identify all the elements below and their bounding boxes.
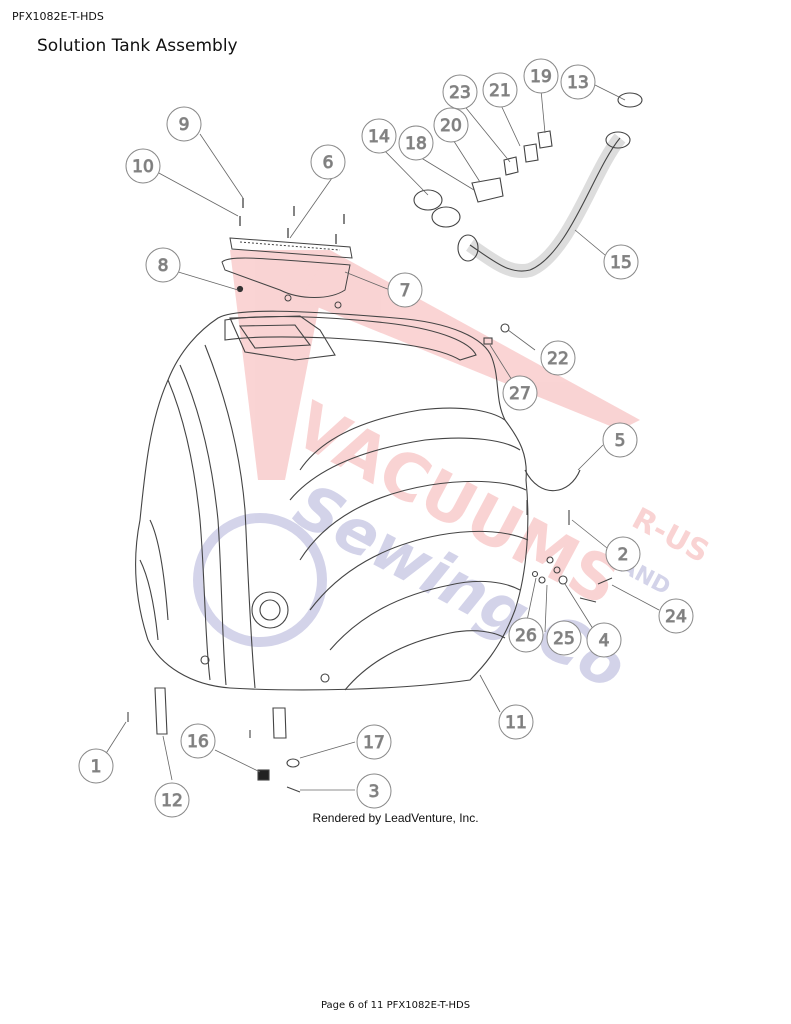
top-bracket-parts xyxy=(221,237,353,309)
svg-text:15: 15 xyxy=(610,253,632,273)
svg-text:4: 4 xyxy=(599,631,610,651)
callout-23: 23 xyxy=(442,74,478,110)
callout-21: 21 xyxy=(482,72,518,108)
svg-text:10: 10 xyxy=(132,157,154,177)
callout-10: 10 xyxy=(125,148,161,184)
callout-22: 22 xyxy=(540,340,576,376)
leader-lines xyxy=(104,84,660,791)
callout-3: 3 xyxy=(356,773,392,809)
svg-text:7: 7 xyxy=(400,281,411,301)
callout-9: 9 xyxy=(166,106,202,142)
callout-2: 2 xyxy=(605,536,641,572)
svg-text:8: 8 xyxy=(158,256,169,276)
svg-text:9: 9 xyxy=(179,115,190,135)
callout-25: 25 xyxy=(546,620,582,656)
callout-4: 4 xyxy=(586,622,622,658)
document-id: PFX1082E-T-HDS xyxy=(12,10,104,23)
svg-text:17: 17 xyxy=(363,733,385,753)
svg-text:19: 19 xyxy=(530,67,552,87)
svg-text:1: 1 xyxy=(91,757,102,777)
callout-13: 13 xyxy=(560,64,596,100)
svg-text:11: 11 xyxy=(505,713,527,733)
callout-24: 24 xyxy=(658,598,694,634)
svg-text:24: 24 xyxy=(665,607,687,627)
svg-text:25: 25 xyxy=(553,629,575,649)
callout-19: 19 xyxy=(523,58,559,94)
svg-text:20: 20 xyxy=(440,116,462,136)
svg-text:14: 14 xyxy=(368,127,390,147)
callout-15: 15 xyxy=(603,244,639,280)
screws xyxy=(236,198,345,293)
rendered-by-credit: Rendered by LeadVenture, Inc. xyxy=(312,811,479,825)
callout-8: 8 xyxy=(145,247,181,283)
page-footer: Page 6 of 11 PFX1082E-T-HDS xyxy=(320,1000,471,1011)
svg-text:5: 5 xyxy=(615,431,626,451)
callout-20: 20 xyxy=(433,107,469,143)
callout-27: 27 xyxy=(502,375,538,411)
page-title: Solution Tank Assembly xyxy=(37,36,238,56)
callout-12: 12 xyxy=(154,782,190,818)
svg-text:26: 26 xyxy=(515,626,537,646)
svg-text:27: 27 xyxy=(509,384,531,404)
callout-18: 18 xyxy=(398,125,434,161)
svg-text:21: 21 xyxy=(489,81,511,101)
svg-text:13: 13 xyxy=(567,73,589,93)
callout-16: 16 xyxy=(180,723,216,759)
hose-and-cap-assembly xyxy=(413,92,643,279)
callout-17: 17 xyxy=(356,724,392,760)
svg-text:3: 3 xyxy=(369,782,380,802)
svg-text:22: 22 xyxy=(547,349,569,369)
callouts: 9 10 6 8 7 14 18 20 23 21 19 13 15 22 27… xyxy=(78,58,694,818)
svg-text:6: 6 xyxy=(323,153,334,173)
svg-text:2: 2 xyxy=(618,545,629,565)
callout-7: 7 xyxy=(387,272,423,308)
solution-tank-body xyxy=(135,310,529,691)
callout-11: 11 xyxy=(498,704,534,740)
callout-14: 14 xyxy=(361,118,397,154)
callout-5: 5 xyxy=(602,422,638,458)
callout-1: 1 xyxy=(78,748,114,784)
callout-6: 6 xyxy=(310,144,346,180)
bottom-parts xyxy=(127,687,301,793)
callout-26: 26 xyxy=(508,617,544,653)
side-hardware xyxy=(483,323,613,603)
watermark: VACUUMS R-US Sewing Co AND xyxy=(193,250,715,704)
svg-text:16: 16 xyxy=(187,732,209,752)
svg-text:23: 23 xyxy=(449,83,471,103)
svg-text:12: 12 xyxy=(161,791,183,811)
svg-text:18: 18 xyxy=(405,134,427,154)
